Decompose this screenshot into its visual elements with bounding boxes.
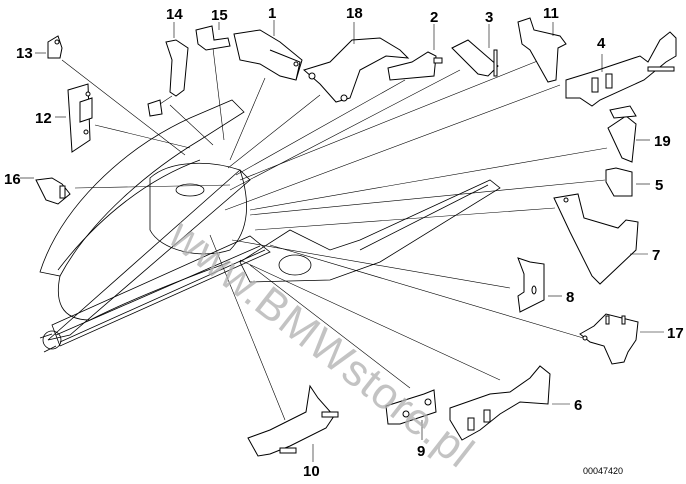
callout-12: 12 bbox=[35, 110, 52, 127]
callout-14: 14 bbox=[166, 6, 183, 23]
callout-7: 7 bbox=[652, 247, 661, 264]
part-7 bbox=[553, 193, 648, 285]
callout-17: 17 bbox=[667, 325, 684, 342]
part-18 bbox=[302, 22, 410, 103]
frame-assembly bbox=[39, 99, 501, 353]
callout-16: 16 bbox=[4, 171, 21, 188]
callout-13: 13 bbox=[16, 45, 33, 62]
callout-3: 3 bbox=[485, 9, 494, 26]
part-13 bbox=[35, 35, 63, 59]
part-5 bbox=[605, 167, 650, 197]
part-9 bbox=[385, 389, 437, 440]
part-11 bbox=[517, 17, 567, 83]
reference-number: 00047420 bbox=[583, 466, 624, 476]
part-1 bbox=[233, 20, 303, 81]
callout-2: 2 bbox=[430, 9, 439, 26]
callout-6: 6 bbox=[574, 397, 583, 414]
part-14 bbox=[147, 22, 189, 117]
part-10 bbox=[247, 384, 339, 462]
callout-4: 4 bbox=[597, 35, 606, 52]
callout-10: 10 bbox=[303, 463, 320, 480]
part-6 bbox=[449, 365, 570, 441]
part-8 bbox=[517, 257, 562, 313]
part-3 bbox=[451, 24, 499, 77]
callout-5: 5 bbox=[655, 177, 664, 194]
callout-1: 1 bbox=[268, 5, 277, 22]
callout-19: 19 bbox=[654, 133, 671, 150]
part-4 bbox=[565, 31, 677, 107]
callout-9: 9 bbox=[417, 443, 426, 460]
callout-8: 8 bbox=[566, 289, 575, 306]
part-17 bbox=[579, 313, 664, 365]
part-15 bbox=[195, 22, 231, 51]
callout-11: 11 bbox=[543, 5, 559, 22]
part-16 bbox=[20, 177, 71, 205]
callout-15: 15 bbox=[211, 7, 228, 24]
leader-lines bbox=[61, 39, 608, 421]
part-2 bbox=[387, 24, 443, 81]
callout-18: 18 bbox=[346, 5, 363, 22]
part-12 bbox=[55, 83, 93, 153]
part-19 bbox=[607, 105, 650, 163]
